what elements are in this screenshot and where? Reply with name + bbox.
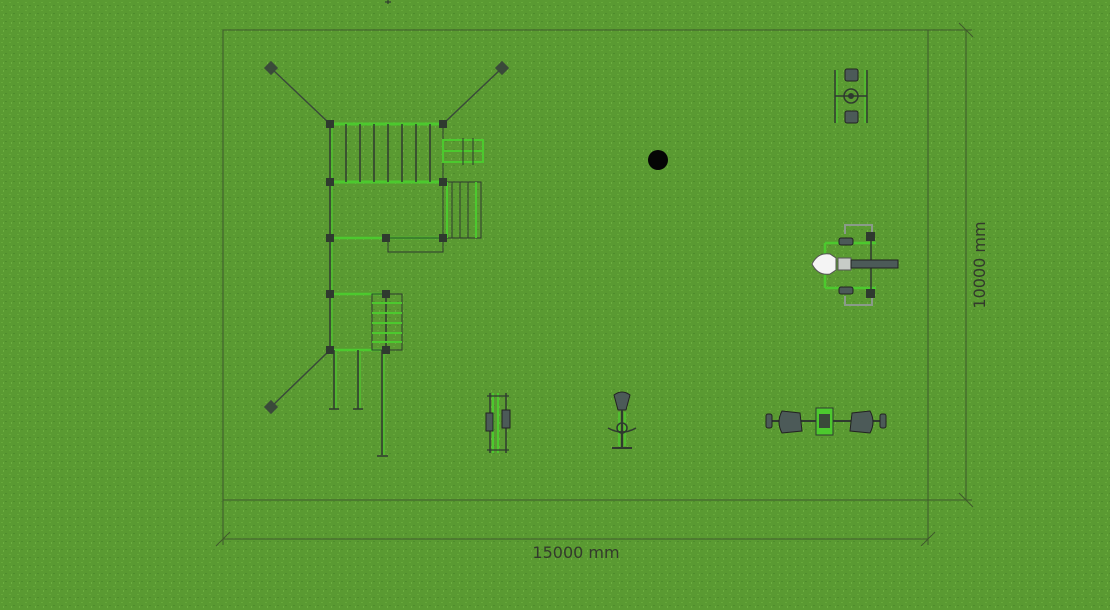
pull-down-trainer[interactable] xyxy=(485,393,511,453)
marker-post[interactable] xyxy=(648,150,668,170)
rotating-disc-trainer[interactable] xyxy=(834,68,868,124)
elliptical-walker[interactable] xyxy=(607,391,637,449)
leg-press-trainer[interactable] xyxy=(811,224,899,306)
street-workout-complex[interactable] xyxy=(263,60,510,457)
width-dimension-line xyxy=(215,500,936,547)
post-cap-icon xyxy=(326,120,447,354)
twin-seat-rower[interactable] xyxy=(765,407,887,436)
anchor-plate-icon xyxy=(263,60,510,415)
site-boundary xyxy=(222,29,929,501)
north-marker-icon xyxy=(385,0,391,4)
height-dimension-line xyxy=(928,22,974,508)
height-dimension-label: 10000 mm xyxy=(970,221,989,308)
width-dimension-label: 15000 mm xyxy=(532,543,619,562)
